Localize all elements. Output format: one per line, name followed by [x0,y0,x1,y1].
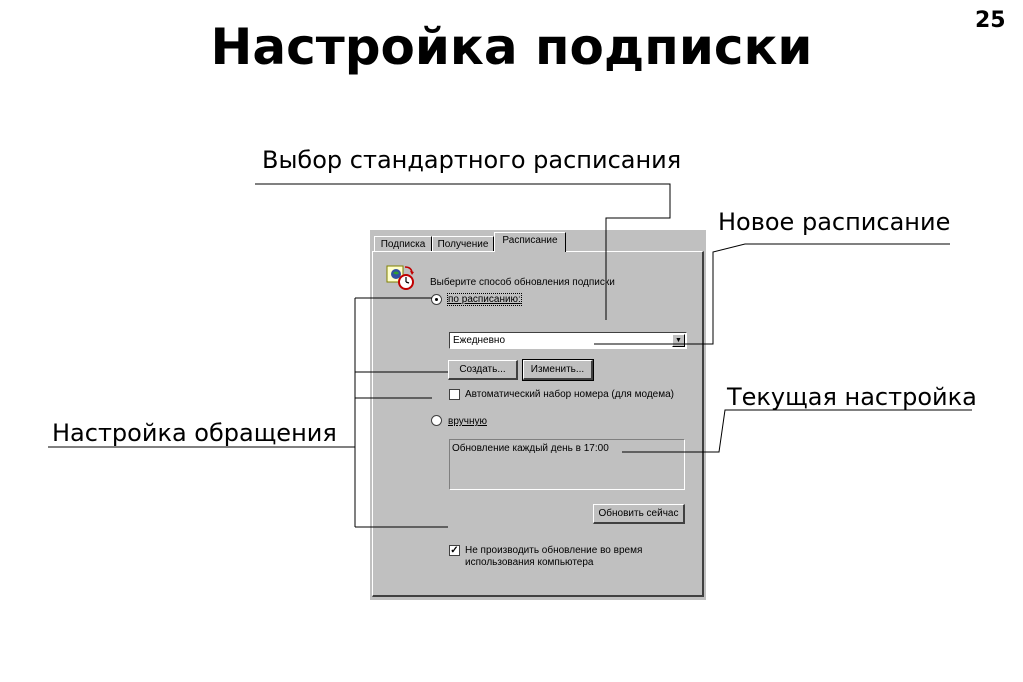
no-update-label-line1[interactable]: Не производить обновление во время [465,545,643,556]
globe-clock-icon [385,264,417,295]
radio-scheduled-label[interactable]: по расписанию: [447,293,522,306]
tab-receiving[interactable]: Получение [432,236,494,251]
current-schedule-display: Обновление каждый день в 17:00 [449,439,685,490]
radio-scheduled[interactable] [431,294,442,305]
auto-dial-checkbox[interactable] [449,389,460,400]
leader-standard-schedule [255,183,671,320]
page-title: Настройка подписки [210,18,813,76]
tab-subscription[interactable]: Подписка [374,236,432,251]
leader-current-setting [622,409,972,453]
schedule-select-value: Ежедневно [453,335,506,346]
callout-access-setting: Настройка обращения [52,419,337,447]
radio-manual-label[interactable]: вручную [448,416,487,427]
callout-new-schedule: Новое расписание [718,208,951,236]
edit-schedule-button[interactable]: Изменить... [522,359,594,381]
subscription-dialog: Подписка Получение Расписание Выберите с… [370,230,706,600]
tab-schedule[interactable]: Расписание [494,232,566,252]
radio-manual[interactable] [431,415,442,426]
auto-dial-label[interactable]: Автоматический набор номера (для модема) [465,389,674,400]
create-schedule-button[interactable]: Создать... [448,360,518,380]
no-update-label-line2: использования компьютера [465,557,594,568]
no-update-checkbox[interactable]: ✓ [449,545,460,556]
update-now-button[interactable]: Обновить сейчас [593,504,685,524]
page-number: 25 [975,8,1006,33]
update-method-prompt: Выберите способ обновления подписки [430,277,615,288]
current-schedule-text: Обновление каждый день в 17:00 [452,443,609,454]
callout-current-setting: Текущая настройка [727,383,977,411]
leader-new-schedule [594,243,950,345]
tab-strip: Подписка Получение Расписание [372,230,702,252]
callout-standard-schedule: Выбор стандартного расписания [262,146,682,174]
